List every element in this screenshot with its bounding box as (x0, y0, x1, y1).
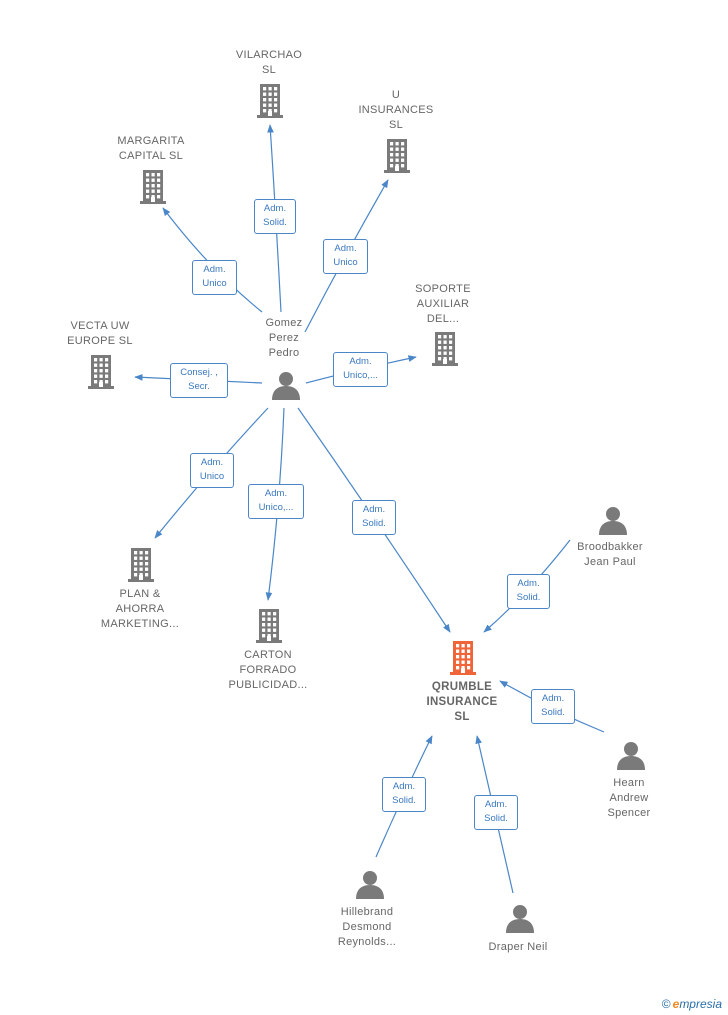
person-icon-hearn[interactable] (616, 740, 646, 775)
node-label-line: Draper Neil (488, 941, 548, 953)
node-label-soporte[interactable]: SOPORTE AUXILIAR DEL... (388, 282, 498, 327)
node-label-vilarchao[interactable]: VILARCHAO SL (214, 48, 324, 78)
node-label-line: INSURANCES (358, 104, 434, 116)
node-label-line: Broodbakker (577, 541, 643, 553)
node-label-line: FORRADO (239, 664, 297, 676)
empresia-logo-initial: e (672, 997, 680, 1011)
node-label-line: INSURANCE (426, 696, 498, 708)
node-label-line: Jean Paul (584, 556, 636, 568)
node-label-vecta[interactable]: VECTA UW EUROPE SL (45, 319, 155, 349)
node-label-line: Desmond (342, 921, 392, 933)
node-label-line: SOPORTE (415, 283, 471, 295)
node-label-draper[interactable]: Draper Neil (463, 940, 573, 955)
node-label-line: Gomez (265, 317, 303, 329)
edge-label-gomez-to-soporte[interactable]: Adm. Unico,... (333, 352, 388, 387)
node-label-line: Andrew (609, 792, 649, 804)
node-label-line: EUROPE SL (67, 335, 133, 347)
building-icon-vecta[interactable] (84, 353, 118, 394)
node-label-qrumble[interactable]: QRUMBLE INSURANCE SL (407, 680, 517, 725)
node-label-margarita[interactable]: MARGARITA CAPITAL SL (96, 134, 206, 164)
node-label-line: Perez (268, 332, 300, 344)
node-label-line: MARGARITA (117, 135, 185, 147)
edge-label-gomez-to-margarita[interactable]: Adm. Unico (192, 260, 237, 295)
building-icon-plan[interactable] (124, 546, 158, 587)
node-label-line: U (391, 89, 401, 101)
node-label-line: VECTA UW (70, 320, 130, 332)
building-icon-soporte[interactable] (428, 330, 462, 371)
edge-label-draper-to-qrumble[interactable]: Adm. Solid. (474, 795, 518, 830)
person-icon-hillebrand[interactable] (355, 869, 385, 904)
building-icon-u_insurances[interactable] (380, 137, 414, 178)
node-label-line: PUBLICIDAD... (228, 679, 308, 691)
node-label-line: SL (388, 119, 404, 131)
edge-label-hearn-to-qrumble[interactable]: Adm. Solid. (531, 689, 575, 724)
node-label-line: MARKETING... (100, 618, 180, 630)
person-icon-draper[interactable] (505, 903, 535, 938)
node-label-line: VILARCHAO (235, 49, 303, 61)
node-label-line: Hillebrand (340, 906, 394, 918)
node-label-line: Reynolds... (337, 936, 397, 948)
edge-label-gomez-to-u_insurances[interactable]: Adm. Unico (323, 239, 368, 274)
edge-label-gomez-to-qrumble[interactable]: Adm. Solid. (352, 500, 396, 535)
node-label-line: Pedro (268, 347, 300, 359)
edge-label-hillebrand-to-qrumble[interactable]: Adm. Solid. (382, 777, 426, 812)
building-icon-carton[interactable] (252, 607, 286, 648)
node-label-u_insurances[interactable]: U INSURANCES SL (341, 88, 451, 133)
empresia-logo-text: mpresia (679, 997, 722, 1011)
node-label-line: Spencer (607, 807, 651, 819)
node-label-line: SL (261, 64, 277, 76)
node-label-line: QRUMBLE (431, 681, 493, 693)
node-label-line: AHORRA (115, 603, 165, 615)
person-icon-broodbakker[interactable] (598, 505, 628, 540)
node-label-plan[interactable]: PLAN & AHORRA MARKETING... (85, 587, 195, 632)
node-label-line: PLAN & (119, 588, 161, 600)
node-label-line: Hearn (613, 777, 645, 789)
empresia-brand[interactable]: ©empresia (662, 997, 722, 1011)
edge-label-gomez-to-carton[interactable]: Adm. Unico,... (248, 484, 304, 519)
person-icon-gomez[interactable] (271, 370, 301, 405)
node-label-carton[interactable]: CARTON FORRADO PUBLICIDAD... (213, 648, 323, 693)
building-icon-margarita[interactable] (136, 168, 170, 209)
edge-label-broodbakker-to-qrumble[interactable]: Adm. Solid. (507, 574, 550, 609)
building-icon-qrumble[interactable] (446, 639, 480, 680)
node-label-line: CAPITAL SL (118, 150, 184, 162)
edge-label-gomez-to-vecta[interactable]: Consej. , Secr. (170, 363, 228, 398)
edge-label-gomez-to-plan[interactable]: Adm. Unico (190, 453, 234, 488)
edge-label-gomez-to-vilarchao[interactable]: Adm. Solid. (254, 199, 296, 234)
node-label-line: DEL... (426, 313, 460, 325)
node-label-line: AUXILIAR (416, 298, 470, 310)
copyright-icon: © (661, 997, 671, 1011)
node-label-line: CARTON (244, 649, 292, 661)
building-icon-vilarchao[interactable] (253, 82, 287, 123)
node-label-line: SL (454, 711, 470, 723)
